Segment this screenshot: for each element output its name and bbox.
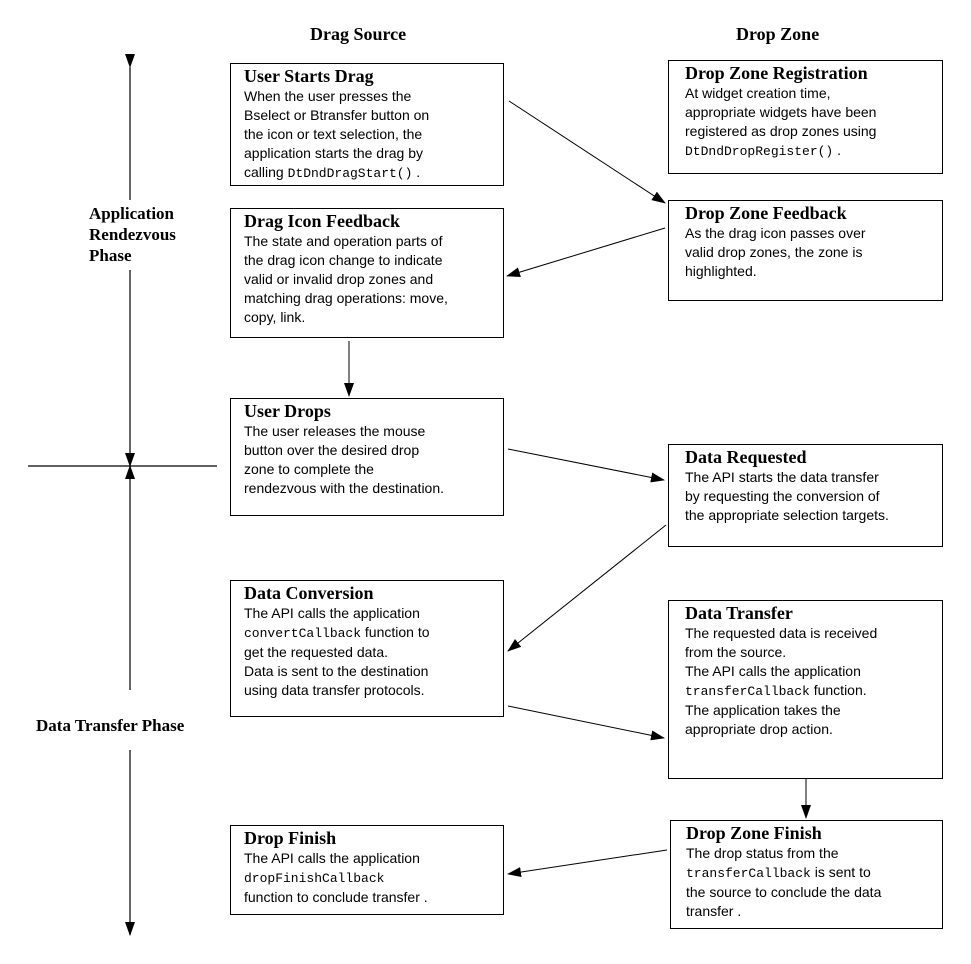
box-text-line: from the source. — [685, 644, 787, 660]
box-text-line: valid or invalid drop zones and — [244, 271, 434, 287]
data-conversion-box: Data Conversion The API calls the applic… — [230, 580, 504, 717]
rendezvous-phase-label: Application Rendezvous Phase — [89, 203, 176, 266]
box-title: User Starts Drag — [244, 66, 374, 86]
drop-zone-registration-box: Drop Zone Registration At widget creatio… — [668, 60, 943, 174]
drag-icon-feedback-box: Drag Icon Feedback The state and operati… — [230, 208, 504, 338]
box-title: Data Transfer — [685, 603, 793, 623]
box-text-line: appropriate drop action. — [685, 721, 833, 737]
box-text-line: The API starts the data transfer — [685, 469, 879, 485]
text-fragment: . — [833, 142, 842, 158]
box-text-line: Bselect or Btransfer button on — [244, 107, 430, 123]
box-title: Drop Zone Registration — [685, 63, 868, 83]
box-text-line: get the requested data. — [244, 644, 388, 660]
user-starts-drag-box: User Starts Drag When the user presses t… — [230, 63, 504, 186]
code-fragment: dropFinishCallback — [244, 871, 385, 886]
box-text-line: rendezvous with the destination. — [244, 480, 445, 496]
rendezvous-phase-line-1: Application — [89, 204, 175, 223]
box-text-line: zone to complete the — [244, 461, 374, 477]
text-fragment: . — [412, 164, 421, 180]
box-text-line: calling DtDndDragStart() . — [244, 163, 495, 183]
drop-zone-heading: Drop Zone — [736, 24, 820, 44]
data-requested-box: Data Requested The API starts the data t… — [668, 444, 943, 547]
box-title: Drop Zone Feedback — [685, 203, 847, 223]
box-text-line: function to conclude transfer . — [244, 889, 428, 905]
box-text-line: The application takes the — [685, 702, 841, 718]
box-text-line: DtDndDropRegister() . — [685, 141, 934, 161]
box-text-line: At widget creation time, — [685, 85, 831, 101]
arrow-zone-finish-to-drop-finish — [507, 849, 668, 878]
box-text-line: valid drop zones, the zone is — [685, 244, 863, 260]
box-text-line: using data transfer protocols. — [244, 682, 425, 698]
text-fragment: function. — [809, 682, 867, 698]
rendezvous-phase-line-3: Phase — [89, 246, 132, 265]
box-title: Drag Icon Feedback — [244, 211, 400, 231]
box-text-line: button over the desired drop — [244, 442, 420, 458]
box-text-line: The requested data is received — [685, 625, 878, 641]
box-text-line: the drag icon change to indicate — [244, 252, 443, 268]
box-text-line: As the drag icon passes over — [685, 225, 866, 241]
box-text-line: the appropriate selection targets. — [685, 507, 889, 523]
drop-finish-box: Drop Finish The API calls the applicatio… — [230, 825, 504, 915]
text-fragment: is sent to — [810, 864, 871, 880]
box-text-line: The API calls the application — [244, 605, 420, 621]
text-fragment: function to — [361, 624, 430, 640]
box-text-line: application starts the drag by — [244, 145, 423, 161]
box-text-line: transferCallback is sent to — [686, 863, 934, 883]
box-text-line: by requesting the conversion of — [685, 488, 880, 504]
arrow-drops-to-requested — [507, 448, 665, 483]
code-fragment: DtDndDropRegister() — [685, 144, 834, 159]
code-fragment: DtDndDragStart() — [287, 166, 413, 181]
box-title: User Drops — [244, 401, 331, 421]
box-text-line: The API calls the application — [244, 850, 420, 866]
rendezvous-phase-line-2: Rendezvous — [89, 225, 176, 244]
box-text-line: Data is sent to the destination — [244, 663, 429, 679]
arrow-zone-feedback-to-icon-feedback — [506, 227, 666, 278]
user-drops-box: User Drops The user releases the mouse b… — [230, 398, 504, 516]
data-transfer-box: Data Transfer The requested data is rece… — [668, 600, 943, 779]
code-fragment: transferCallback — [685, 684, 810, 699]
box-text-line: transferCallback function. — [685, 681, 934, 701]
code-fragment: transferCallback — [686, 866, 811, 881]
box-title: Data Requested — [685, 447, 807, 467]
box-text-line: When the user presses the — [244, 88, 412, 104]
box-text-line: the icon or text selection, the — [244, 126, 423, 142]
box-text-line: appropriate widgets have been — [685, 104, 877, 120]
box-text-line: The user releases the mouse — [244, 423, 426, 439]
code-fragment: convertCallback — [244, 626, 362, 641]
box-text-line: The state and operation parts of — [244, 233, 443, 249]
box-text-line: The drop status from the — [686, 845, 839, 861]
box-text-line: dropFinishCallback — [244, 868, 495, 888]
drop-zone-feedback-box: Drop Zone Feedback As the drag icon pass… — [668, 200, 943, 301]
box-text-line: The API calls the application — [685, 663, 861, 679]
box-text-line: transfer . — [686, 903, 742, 919]
box-title: Drop Finish — [244, 828, 337, 848]
box-text-line: convertCallback function to — [244, 623, 495, 643]
box-text-line: copy, link. — [244, 309, 306, 325]
arrow-conversion-to-transfer — [507, 705, 665, 741]
drop-zone-finish-box: Drop Zone Finish The drop status from th… — [670, 820, 943, 929]
box-title: Drop Zone Finish — [686, 823, 822, 843]
text-fragment: calling — [244, 164, 288, 180]
transfer-phase-label: Data Transfer Phase — [36, 716, 185, 735]
arrow-requested-to-conversion — [507, 524, 667, 652]
box-title: Data Conversion — [244, 583, 374, 603]
arrow-start-to-zone-feedback — [508, 100, 666, 204]
box-text-line: matching drag operations: move, — [244, 290, 448, 306]
box-text-line: the source to conclude the data — [686, 884, 882, 900]
box-text-line: registered as drop zones using — [685, 123, 877, 139]
box-text-line: highlighted. — [685, 263, 757, 279]
drag-source-heading: Drag Source — [310, 24, 407, 44]
